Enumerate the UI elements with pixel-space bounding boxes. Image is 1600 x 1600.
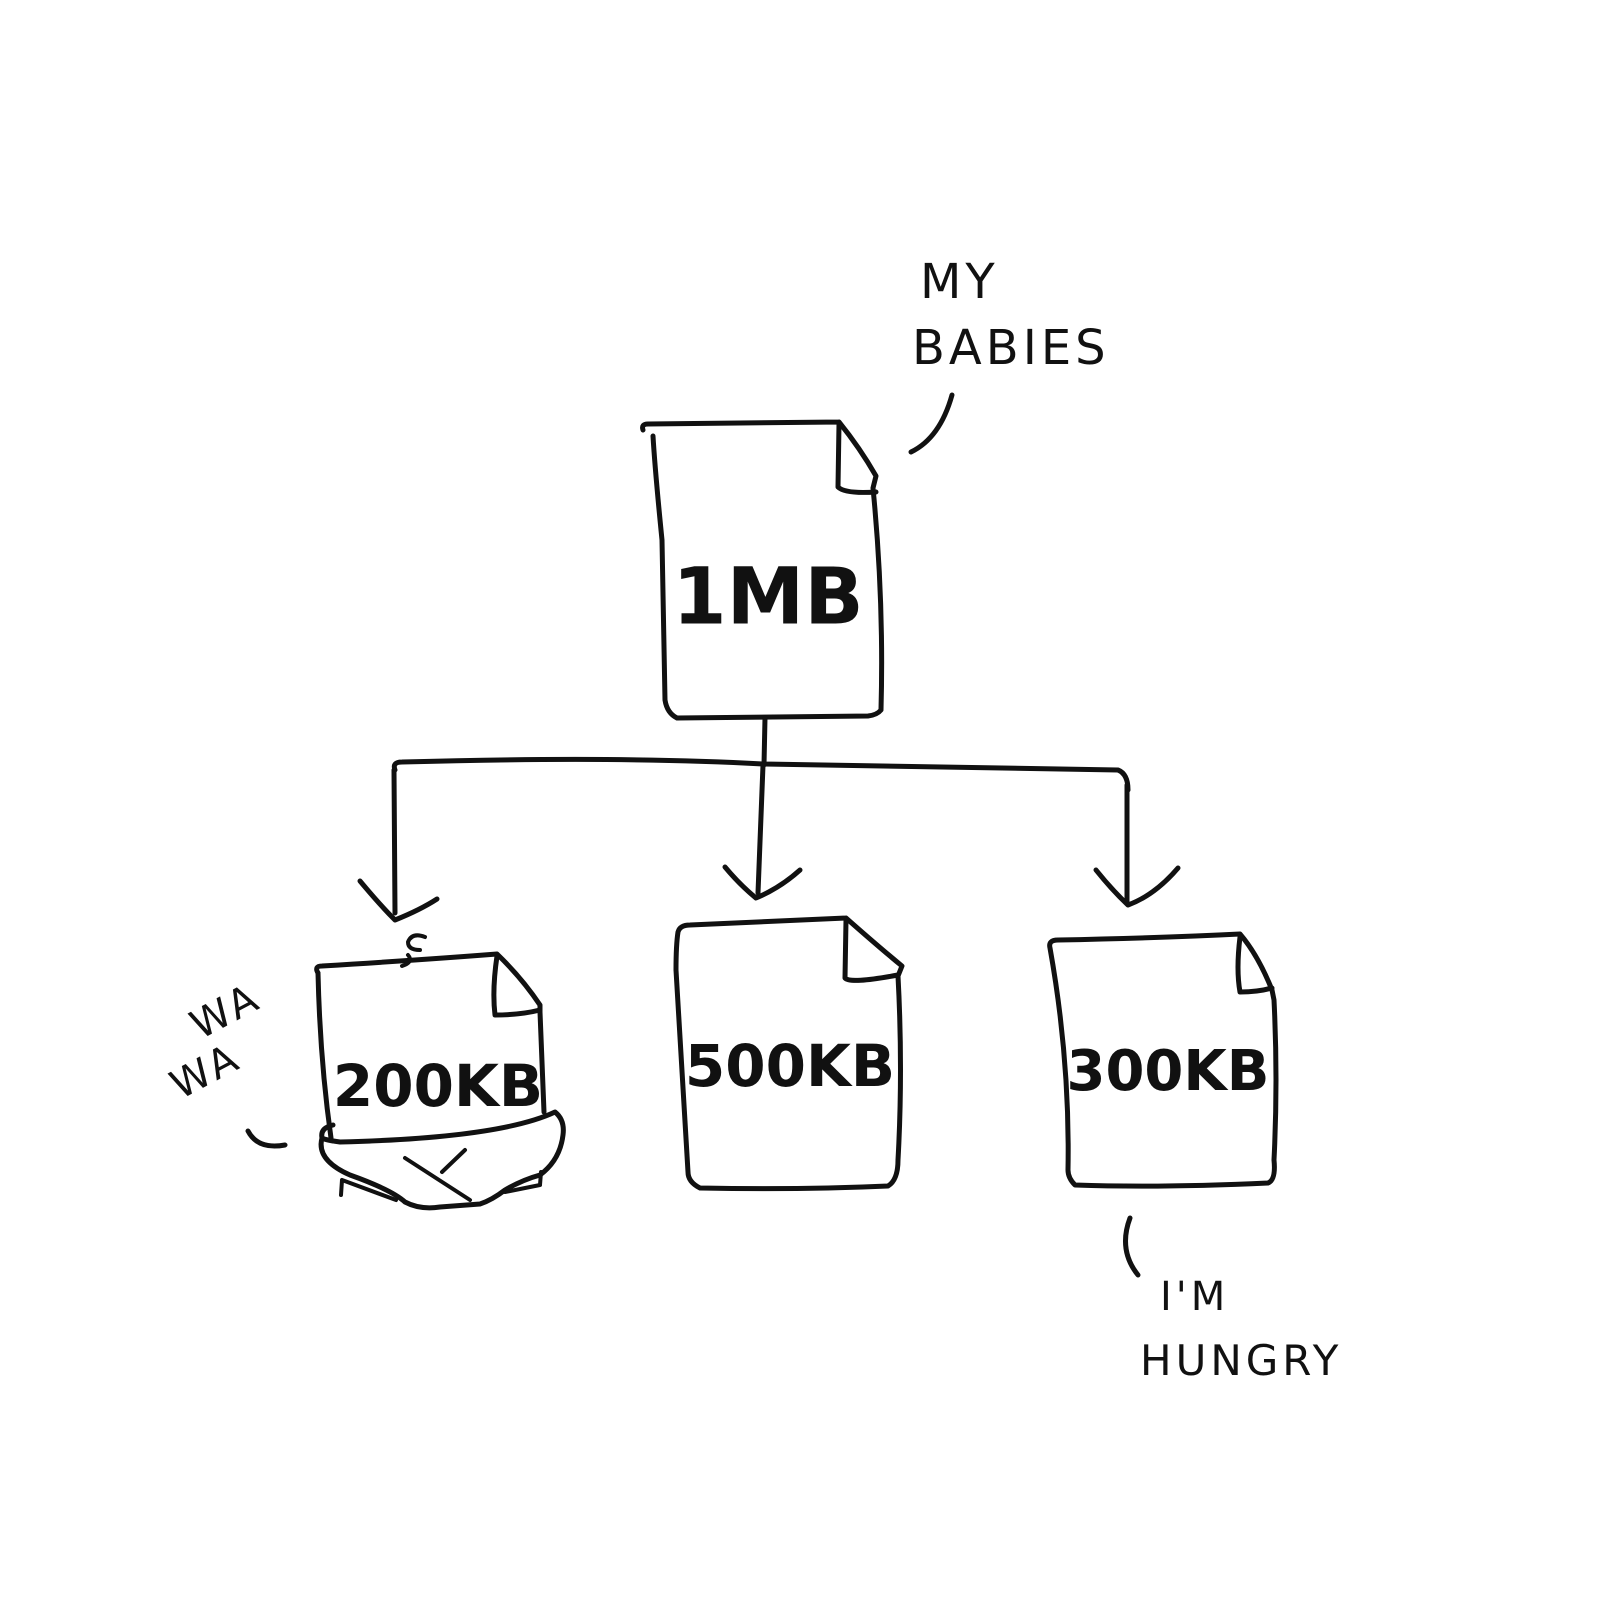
child-file-200kb-left-edge (315, 970, 334, 1141)
diaper-fold-icon (339, 1148, 543, 1202)
trunk-line (761, 715, 768, 768)
child-file-200kb-label: 200KB (333, 1052, 543, 1120)
child-file-300kb-label: 300KB (1067, 1039, 1270, 1104)
root-caption-line-2: BABIES (912, 320, 1110, 376)
baby-hair-curl-icon (400, 933, 427, 968)
hungry-caption-line-2: HUNGRY (1140, 1336, 1342, 1385)
child-file-300kb-outline (1047, 931, 1279, 1189)
child-file-300kb-corner-icon (1235, 934, 1275, 995)
root-caption-line-1: MY (920, 254, 999, 310)
arrow-right-head-icon (1093, 865, 1181, 908)
crying-caption-line-2: WA (163, 1034, 249, 1109)
arrow-left-head-icon (357, 878, 440, 923)
child-file-500kb: 500KB (673, 915, 905, 1192)
connector-tree (357, 715, 1181, 923)
hungry-caption-line-1: I'M (1160, 1274, 1229, 1320)
diaper-icon (318, 1109, 566, 1211)
child-file-200kb: 200KB (314, 933, 566, 1211)
crying-caption: WA WA (163, 974, 288, 1149)
root-caption: MY BABIES (908, 254, 1110, 455)
root-file-corner-icon (835, 421, 879, 495)
child-file-300kb: 300KB (1047, 931, 1279, 1189)
child-file-500kb-label: 500KB (685, 1032, 895, 1100)
hungry-caption-pointer (1123, 1215, 1141, 1278)
root-caption-pointer (908, 392, 955, 455)
root-file: 1MB (640, 419, 885, 721)
root-file-label: 1MB (672, 552, 863, 642)
branch-left-line (391, 767, 398, 916)
branch-center-line (755, 762, 766, 896)
arrow-center-head-icon (722, 864, 803, 901)
hungry-caption: I'M HUNGRY (1123, 1215, 1342, 1385)
root-file-outline (640, 419, 885, 721)
child-file-200kb-corner-icon (491, 953, 543, 1018)
child-file-500kb-corner-icon (842, 917, 901, 983)
crying-caption-pointer (245, 1128, 288, 1149)
